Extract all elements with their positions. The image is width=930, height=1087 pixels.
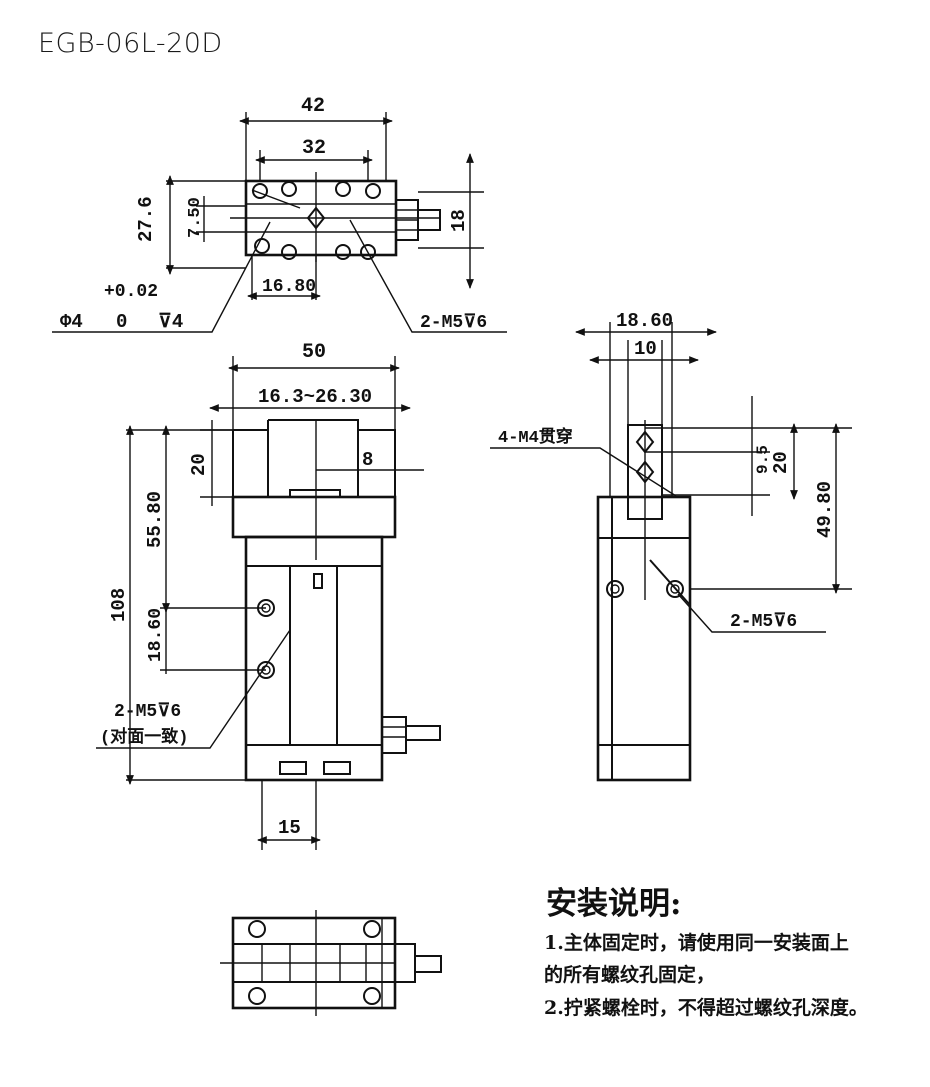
tolerance-lower: 0 (116, 311, 127, 333)
side-through-callout: 4-M4贯穿 (498, 426, 573, 448)
install-note-line-3: 2.拧紧螺栓时，不得超过螺纹孔深度。 (544, 997, 868, 1019)
dim-16-3-26-30: 16.3~26.30 (258, 386, 372, 408)
hole-depth: ⊽4 (158, 311, 183, 333)
install-note-line-2: 的所有螺纹孔固定， (544, 964, 716, 986)
dim-18: 18 (448, 209, 470, 232)
front-upper-block (231, 495, 397, 539)
dim-50: 50 (302, 341, 326, 364)
dim-18-60-front: 18.60 (146, 608, 166, 662)
dim-32: 32 (302, 137, 326, 160)
dim-8: 8 (362, 449, 373, 471)
drawing-title: EGB-06L-20D (38, 28, 223, 59)
dim-55-80: 55.80 (144, 491, 166, 548)
dim-15: 15 (278, 817, 301, 839)
front-view: 50 16.3~26.30 20 8 55.80 108 18.60 15 2-… (96, 341, 441, 850)
install-note-line-1: 1.主体固定时，请使用同一安装面上 (544, 932, 849, 954)
hole-diameter: Φ4 (60, 311, 83, 333)
dim-49-80: 49.80 (814, 481, 836, 538)
dim-9-5: 9.5 (754, 445, 772, 474)
tolerance-upper: +0.02 (104, 282, 158, 302)
dim-7-50: 7.50 (186, 197, 205, 238)
dim-16-80: 16.80 (262, 277, 316, 297)
front-main-body (244, 535, 384, 782)
dim-42: 42 (301, 95, 325, 118)
dim-27-6: 27.6 (135, 196, 157, 242)
bottom-view (220, 910, 442, 1016)
front-thread-note: (对面一致) (100, 726, 188, 748)
side-body (596, 495, 692, 782)
side-thread-callout: 2-M5⊽6 (730, 612, 797, 632)
dim-10: 10 (634, 338, 657, 360)
dim-108: 108 (108, 588, 130, 622)
install-notes-heading: 安装说明: (546, 886, 682, 922)
front-thread-callout: 2-M5⊽6 (114, 702, 181, 722)
side-view: 18.60 10 9.5 20 49.80 4-M4贯穿 2-M5⊽6 (490, 310, 852, 782)
dim-18-60-side: 18.60 (616, 310, 673, 332)
dim-20-front: 20 (188, 453, 210, 476)
top-view: 42 32 27.6 7.50 18 16.80 +0.02 Φ4 0 ⊽4 2… (52, 95, 507, 333)
dim-20-side: 20 (770, 451, 792, 474)
top-thread-callout: 2-M5⊽6 (420, 313, 487, 333)
